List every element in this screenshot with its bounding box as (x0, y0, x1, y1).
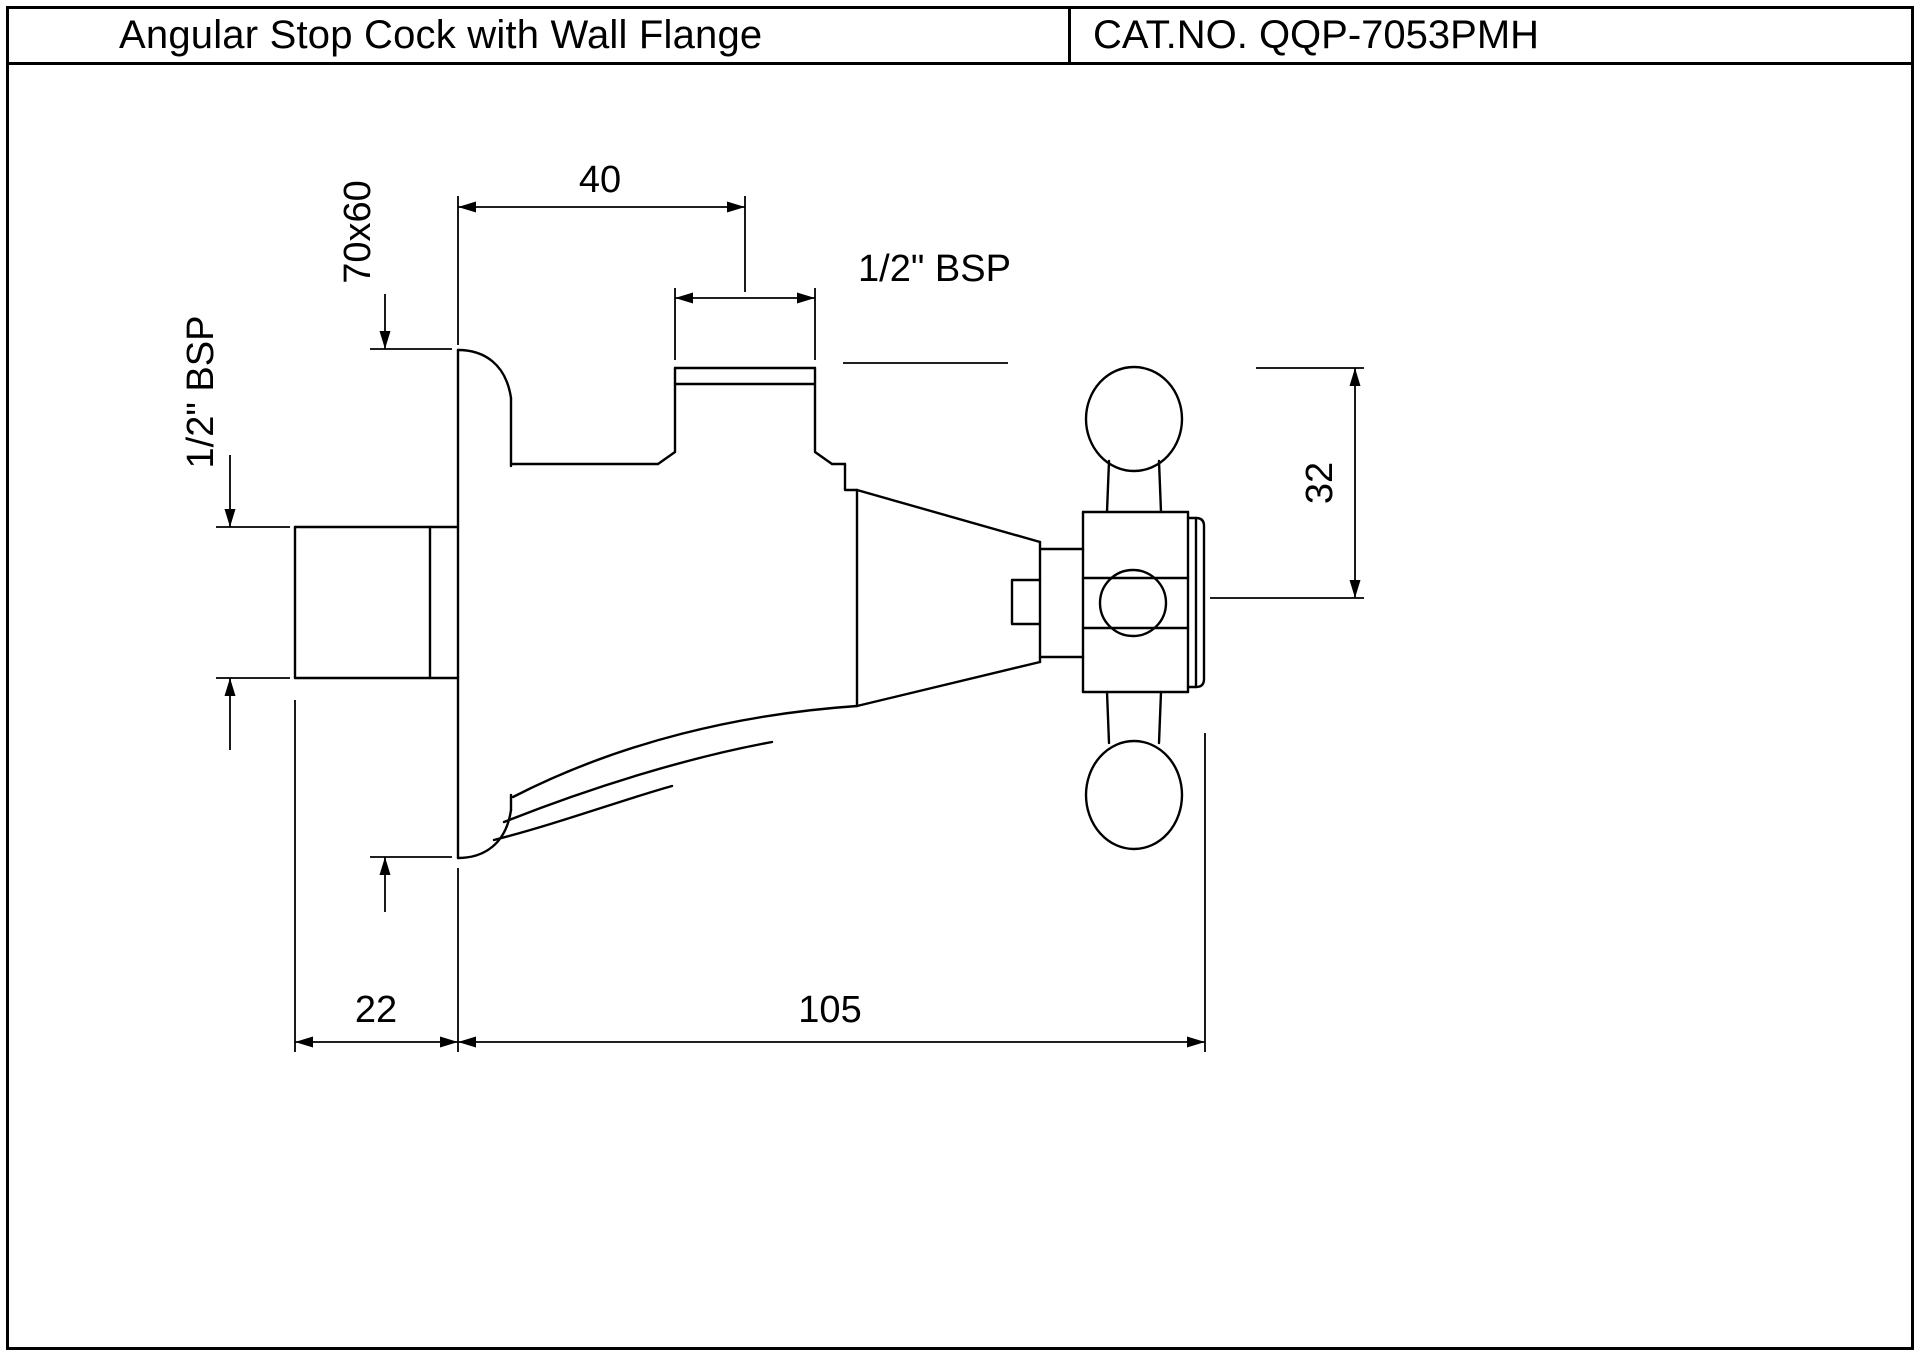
valve-body-outline (293, 348, 1085, 860)
arrowhead (224, 509, 236, 527)
outlet-left-side (656, 366, 677, 466)
dim-label-handle-radius: 32 (1299, 462, 1341, 504)
dim-label-outlet-offset: 40 (579, 159, 621, 201)
arrowhead (458, 201, 476, 213)
handle-top-ball (1084, 365, 1184, 473)
dimension-labels: 70x60 40 1/2" BSP 1/2" BSP 32 22 105 (180, 159, 1341, 1031)
flange-bell-curve-inner (492, 784, 674, 842)
outlet-right-side (813, 366, 834, 466)
dim-label-inlet-thread: 1/2" BSP (180, 316, 222, 469)
handle-hub (1098, 568, 1168, 638)
arrowhead (458, 1036, 476, 1048)
dimension-lines (216, 196, 1364, 1052)
flange-bell-curve-mid (502, 740, 774, 824)
cone-top-edge (855, 488, 1042, 544)
flange-bell-curve-outer (511, 704, 859, 799)
arrowhead (797, 292, 815, 304)
dim-label-wall-projection: 22 (355, 989, 397, 1031)
arrowhead (675, 292, 693, 304)
arrowhead (224, 678, 236, 696)
product-title: Angular Stop Cock with Wall Flange (119, 13, 763, 57)
title-bar: Angular Stop Cock with Wall Flange CAT.N… (9, 9, 1911, 65)
dim-label-total-length: 105 (798, 989, 861, 1031)
flange-top-cap (456, 348, 513, 400)
arrowhead (1349, 580, 1361, 598)
body-shoulder-step (843, 462, 859, 492)
arrowhead (1187, 1036, 1205, 1048)
arrowhead (379, 857, 391, 875)
handle-bottom-neck-right (1157, 690, 1163, 745)
handle-end-cap (1186, 516, 1206, 689)
catalog-number: CAT.NO. QQP-7053PMH (1068, 9, 1911, 62)
arrowhead (295, 1036, 313, 1048)
cross-handle (1081, 365, 1206, 851)
arrowhead (727, 201, 745, 213)
cone-bottom-edge (855, 660, 1042, 708)
dim-label-flange-size: 70x60 (337, 180, 379, 284)
spindle-nub (1010, 578, 1042, 626)
dim-label-outlet-thread: 1/2" BSP (858, 248, 1011, 290)
sheet-border (6, 6, 1914, 1350)
handle-top-neck-left (1105, 459, 1111, 514)
arrowhead (1349, 368, 1361, 386)
arrowhead (379, 331, 391, 349)
arrowhead (440, 1036, 458, 1048)
flange-bottom-cap (456, 808, 513, 860)
handle-bottom-ball (1084, 739, 1184, 851)
handle-top-neck-right (1157, 459, 1163, 514)
handle-bottom-neck-left (1105, 690, 1111, 745)
